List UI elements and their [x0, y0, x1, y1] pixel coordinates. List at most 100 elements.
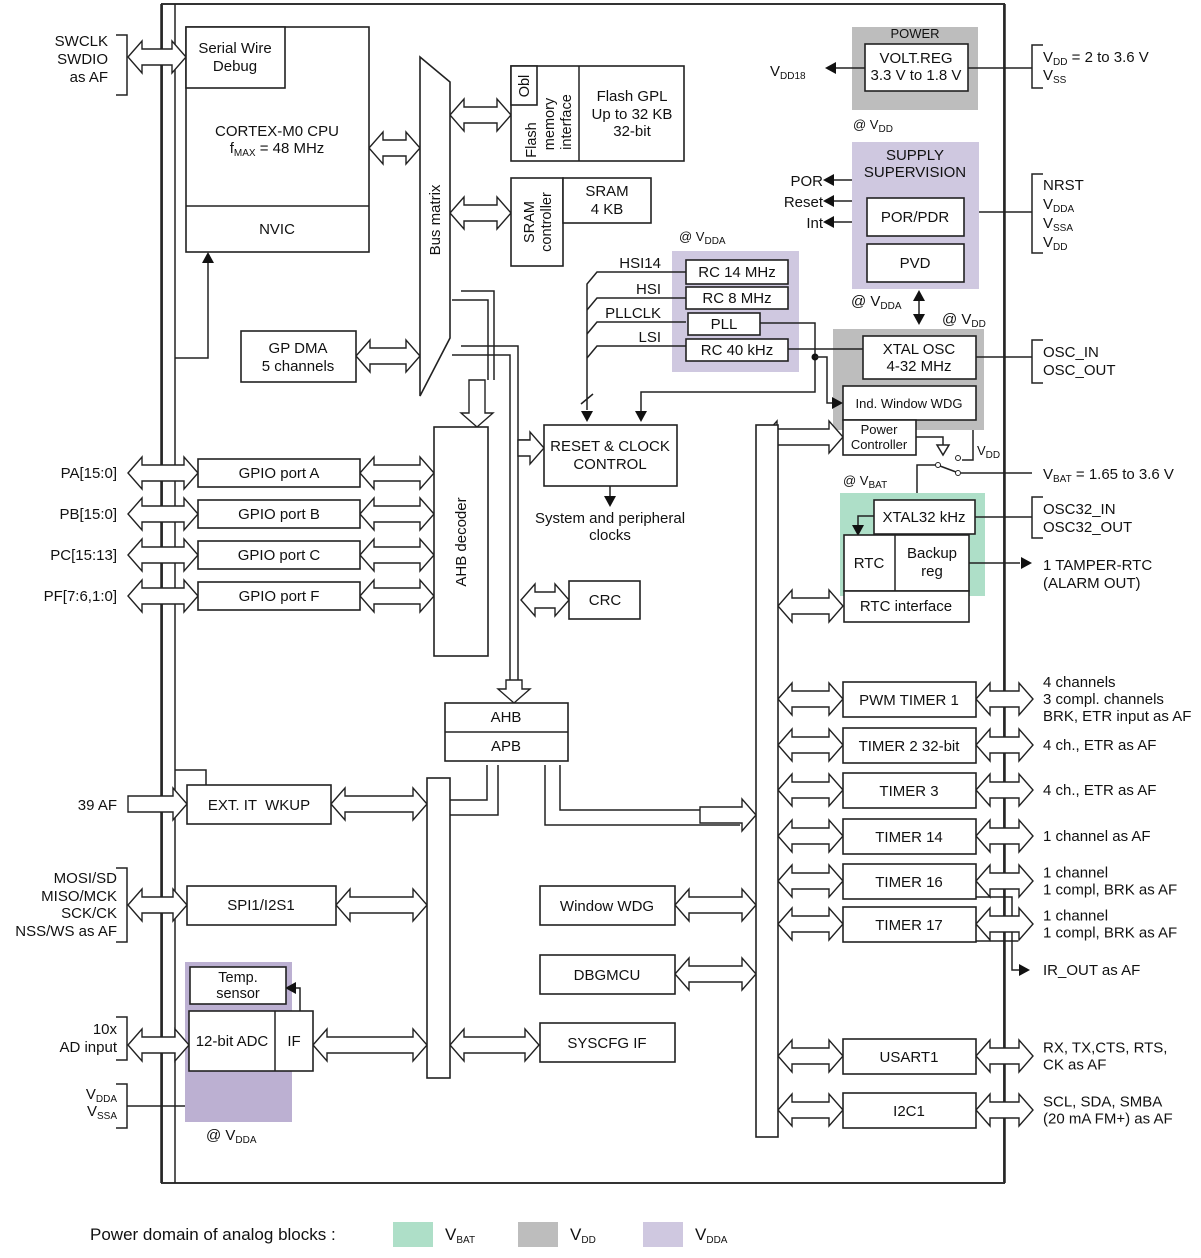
output-int: Int — [806, 215, 824, 232]
peripheral-2[interactable]: TIMER 3 — [842, 772, 977, 809]
apb-block-label: DBGMCU — [574, 967, 641, 984]
peripheral-pin-label: CK as AF — [1043, 1057, 1106, 1074]
adc-at-vdda: @ VDDA — [206, 1127, 257, 1146]
oscillator-0[interactable]: RC 14 MHz — [685, 259, 789, 285]
oscillator-1[interactable]: RC 8 MHz — [685, 286, 789, 310]
ahb-apb-bridge[interactable]: AHB APB — [444, 702, 569, 762]
oscillator-2[interactable]: PLL — [687, 312, 761, 336]
peripheral-3[interactable]: TIMER 14 — [842, 818, 977, 855]
apb-block-1[interactable]: DBGMCU — [539, 954, 676, 995]
periph-pin-arrow — [975, 681, 1034, 717]
sram-main-2: 4 KB — [591, 201, 624, 218]
apb-right-arrow — [699, 797, 757, 833]
spi-label: SPI1/I2S1 — [227, 897, 295, 914]
volt-reg-label-2: 3.3 V to 1.8 V — [871, 67, 962, 84]
ahb-decoder[interactable]: AHB decoder — [433, 426, 489, 657]
gpio-port-2[interactable]: GPIO port C — [197, 540, 361, 570]
peripheral-label: TIMER 17 — [875, 917, 943, 934]
connection-lines — [127, 4, 1032, 1183]
supply-pin-vss: VSS — [1043, 67, 1067, 86]
gpio-label: GPIO port C — [238, 547, 321, 564]
peripheral-label: TIMER 3 — [879, 783, 938, 800]
adc-block[interactable]: 12-bit ADC IF — [188, 1010, 314, 1072]
ahb-decoder-label: AHB decoder — [453, 497, 470, 586]
flash-main-2: Up to 32 KB — [592, 106, 673, 123]
temp-sensor[interactable]: Temp. sensor — [189, 966, 287, 1005]
apb-block-2[interactable]: SYSCFG IF — [539, 1022, 676, 1063]
xtal-osc-block[interactable]: XTAL OSC 4-32 MHz — [862, 335, 977, 380]
xtal-osc-label-2: 4-32 MHz — [886, 358, 951, 375]
peripheral-label: TIMER 2 32-bit — [859, 738, 961, 755]
gpio-port-0[interactable]: GPIO port A — [197, 458, 361, 488]
gpio-bus-arrow — [359, 578, 435, 614]
pll-to-rcc-wire — [640, 322, 816, 412]
cpu-block[interactable]: Serial Wire Debug CORTEX-M0 CPU fMAX = 4… — [185, 26, 370, 253]
bus-matrix[interactable]: Bus matrix — [419, 55, 451, 397]
supervision-title-1: SUPPLY — [886, 147, 944, 164]
tamper-label-2: (ALARM OUT) — [1043, 575, 1141, 592]
peripheral-label: TIMER 14 — [875, 829, 943, 846]
adc-pin-count: 10x — [93, 1021, 118, 1038]
gp-dma-block[interactable]: GP DMA 5 channels — [240, 330, 357, 383]
peripheral-7[interactable]: I2C1 — [842, 1092, 977, 1129]
xtal32-block[interactable]: XTAL32 kHz — [873, 499, 976, 535]
por-pdr-block[interactable]: POR/PDR — [866, 197, 965, 237]
peripheral-0[interactable]: PWM TIMER 1 — [842, 681, 977, 718]
peripheral-5[interactable]: TIMER 17 — [842, 906, 977, 943]
peripheral-pin-label: 1 compl, BRK as AF — [1043, 925, 1177, 942]
voltage-regulator[interactable]: VOLT.REG 3.3 V to 1.8 V — [864, 43, 969, 92]
switch-contact-2 — [955, 470, 961, 476]
adc-bus-arrow — [312, 1027, 428, 1063]
int-arrow-icon — [823, 216, 834, 228]
rtc-interface-label: RTC interface — [860, 598, 952, 615]
crc-block[interactable]: CRC — [568, 580, 641, 620]
ind-window-wdg[interactable]: Ind. Window WDG — [842, 385, 977, 421]
bm-to-ahbdec-a — [452, 299, 489, 380]
spi-bus-arrow — [335, 887, 428, 923]
nvic-arrow-icon — [202, 252, 214, 263]
apb-block-0[interactable]: Window WDG — [539, 885, 676, 926]
ext-it-wkup[interactable]: EXT. IT WKUP — [186, 784, 332, 825]
tim16-ir-wire — [976, 896, 1020, 971]
legend-title: Power domain of analog blocks : — [90, 1225, 336, 1244]
spi-i2s-block[interactable]: SPI1/I2S1 — [186, 885, 337, 926]
temp-label-1: Temp. — [218, 970, 258, 986]
peripheral-4[interactable]: TIMER 16 — [842, 863, 977, 900]
flash-main-1: Flash GPL — [597, 88, 668, 105]
peripheral-pin-label: 1 channel — [1043, 908, 1108, 925]
switch-vdd-wire — [962, 430, 974, 461]
power-controller[interactable]: Power Controller — [842, 419, 917, 456]
power-ctrl-label-2: Controller — [851, 437, 908, 452]
legend-label: VBAT — [445, 1225, 475, 1246]
clocks-arrow-icon — [604, 496, 616, 507]
serial-wire-debug[interactable] — [185, 26, 286, 89]
ir-out-label: IR_OUT as AF — [1043, 962, 1140, 979]
sram-block[interactable]: SRAM controller SRAM 4 KB — [510, 177, 652, 267]
pvd-block[interactable]: PVD — [866, 243, 965, 283]
supervision-at-vdda: @ VDDA — [851, 293, 902, 312]
reset-clock-control[interactable]: RESET & CLOCK CONTROL — [543, 424, 678, 487]
rtc-block[interactable]: RTC Backup reg — [843, 534, 970, 592]
rtc-interface[interactable]: RTC interface — [843, 590, 970, 623]
gpio-port-3[interactable]: GPIO port F — [197, 581, 361, 611]
hsi-wire — [586, 297, 686, 311]
apb-block-bus-arrow — [674, 956, 757, 992]
rtc-if-bus-arrow — [777, 588, 844, 624]
ir-out-arrow-icon — [1019, 964, 1030, 976]
supervision-pin-vdda: VDDA — [1043, 196, 1074, 215]
oscillator-3[interactable]: RC 40 kHz — [685, 338, 789, 362]
peripheral-pin-label: 3 compl. channels — [1043, 691, 1164, 708]
peripheral-6[interactable]: USART1 — [842, 1038, 977, 1075]
apb-right-a — [544, 765, 740, 826]
sram-bus-arrow — [449, 195, 512, 231]
legend-label: VDDA — [695, 1225, 728, 1246]
peripheral-1[interactable]: TIMER 2 32-bit — [842, 727, 977, 764]
legend-label: VDD — [570, 1225, 596, 1246]
sram-main-1: SRAM — [585, 183, 628, 200]
gpio-port-1[interactable]: GPIO port B — [197, 499, 361, 529]
bus-arrows — [127, 39, 1034, 1128]
flash-block[interactable]: Obl Flash memory interface Flash GPL Up … — [510, 65, 685, 162]
por-pdr-label: POR/PDR — [881, 209, 950, 226]
flash-bus-arrow — [449, 97, 512, 133]
